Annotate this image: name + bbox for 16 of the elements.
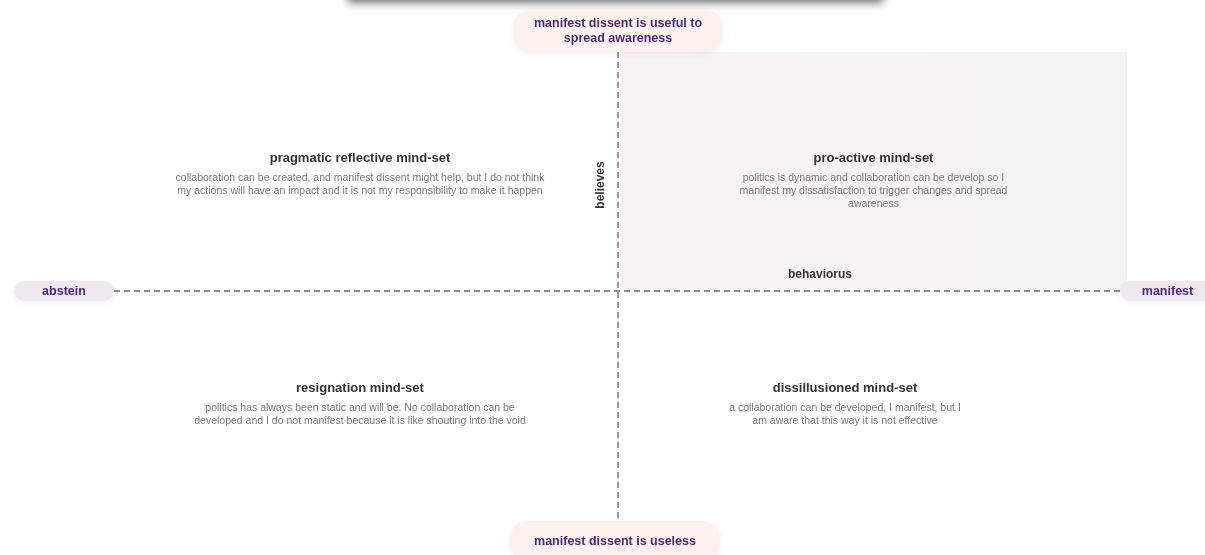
quadrant-heading: pro-active mind-set — [813, 150, 934, 165]
quadrant-description: a collaboration can be developed, I manifest, but I am aware that this way it is not effective — [728, 401, 962, 428]
axis-label: believes — [593, 160, 607, 211]
axis-pole-pill: manifest — [1120, 281, 1205, 301]
axis-pole-pill: manifest dissent is useful to spread awareness — [513, 10, 723, 52]
axis-label: behaviorus — [787, 267, 853, 281]
axis-pole-pill: abstein — [14, 281, 114, 301]
quadrant-description: politics has always been static and will be. No collaboration can be developed and I do not manifest because it is like shouting into the void — [193, 401, 527, 428]
dashed-axis-line — [113, 290, 1121, 292]
highlighted-quadrant — [620, 52, 1127, 290]
quadrant-heading: dissillusioned mind-set — [772, 380, 918, 395]
quadrant-heading: resignation mind-set — [296, 380, 424, 395]
quadrant-description: collaboration can be created, and manifest dissent might help, but I do not think my actions will have an impact and it is not my responsibility to make it happen — [175, 171, 545, 198]
quadrant-description: politics is dynamic and collaboration can be develop so I manifest my dissatisfaction to trigger changes and spread awareness — [738, 171, 1009, 211]
axis-pole-pill: manifest dissent is useless — [510, 521, 720, 555]
quadrant-heading: pragmatic reflective mind-set — [269, 150, 451, 165]
